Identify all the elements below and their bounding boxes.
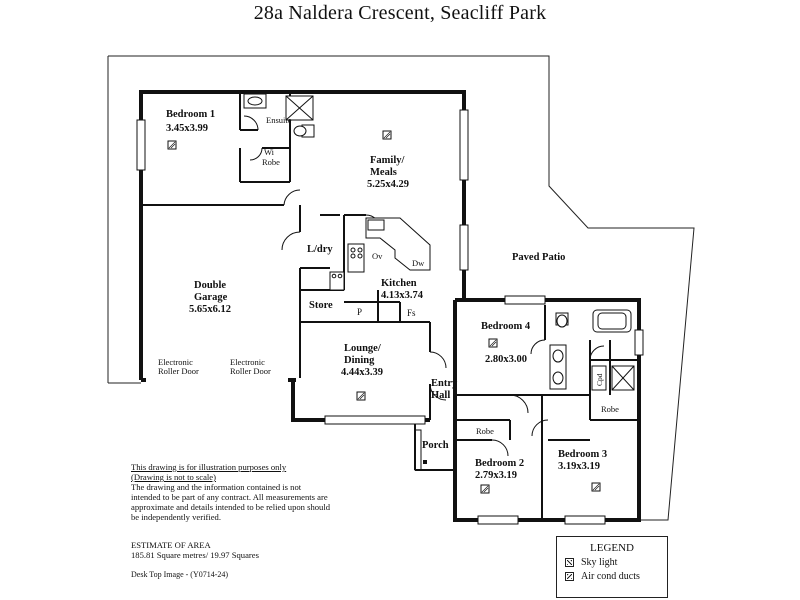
bedroom3-size: 3.19x3.19 [558, 461, 600, 472]
kitchen-fixtures [329, 217, 431, 291]
cpd-label: Cpd [595, 373, 604, 386]
sky-light-icon [565, 558, 574, 567]
fridge-label: Fs [407, 308, 416, 318]
site-boundary [108, 55, 695, 521]
garage-size: 5.65x6.12 [189, 304, 231, 315]
ensuite-fixtures [243, 93, 315, 138]
area-value: 185.81 Square metres/ 19.97 Squares [131, 550, 259, 560]
kitchen-size: 4.13x3.74 [381, 290, 424, 301]
family-name-2: Meals [370, 167, 397, 178]
legend-title: LEGEND [590, 542, 634, 554]
roller-door-right-2: Roller Door [230, 366, 271, 376]
bedroom2-size: 2.79x3.19 [475, 470, 517, 481]
paved-patio-label: Paved Patio [512, 252, 565, 263]
legend-sky-light: Sky light [565, 557, 667, 568]
legend: LEGEND Sky light Air cond ducts [556, 536, 668, 598]
porch-step [414, 429, 422, 471]
desk-top-image-ref: Desk Top Image - (Y0714-24) [131, 570, 229, 579]
bedroom2-name: Bedroom 2 [475, 458, 524, 469]
ensuite-label: Ensuite [266, 115, 292, 125]
bathroom-fixtures [549, 309, 635, 391]
dishwasher-label: Dw [412, 258, 425, 268]
disclaimer-body: The drawing and the information containe… [131, 482, 331, 522]
doors [243, 115, 605, 457]
oven-label: Ov [372, 251, 383, 261]
bedroom4-name: Bedroom 4 [481, 321, 531, 332]
disclaimer-line2: (Drawing is not to scale) [131, 472, 216, 482]
area-heading: ESTIMATE OF AREA [131, 540, 211, 550]
wi-robe-label-1: Wi [264, 147, 275, 157]
pantry-label: P [357, 307, 362, 317]
bedroom4-size: 2.80x3.00 [485, 354, 527, 365]
entry-name-2: Hall [431, 390, 450, 401]
bedroom2-robe: Robe [476, 426, 494, 436]
air-cond-icon [565, 572, 574, 581]
family-name-1: Family/ [370, 155, 405, 166]
roller-door-left-2: Roller Door [158, 366, 199, 376]
family-size: 5.25x4.29 [367, 179, 409, 190]
store-label: Store [309, 300, 333, 311]
outer-walls [139, 90, 641, 522]
windows [136, 109, 644, 525]
lounge-name-2: Dining [344, 355, 375, 366]
roller-door-right-1: Electronic [230, 357, 265, 367]
wi-robe-label-2: Robe [262, 157, 280, 167]
lounge-name-1: Lounge/ [344, 343, 382, 354]
bedroom1-size: 3.45x3.99 [166, 123, 208, 134]
legend-air-cond-label: Air cond ducts [581, 571, 640, 582]
kitchen-name: Kitchen [381, 278, 417, 289]
bedroom3-name: Bedroom 3 [558, 449, 607, 460]
plan-title: 28a Naldera Crescent, Seacliff Park [253, 2, 547, 24]
lounge-size: 4.44x3.39 [341, 367, 383, 378]
garage-name-1: Double [194, 280, 226, 291]
porch-label: Porch [422, 440, 449, 451]
garage-name-2: Garage [194, 292, 228, 303]
disclaimer-line1: This drawing is for illustration purpose… [131, 462, 287, 472]
legend-sky-light-label: Sky light [581, 557, 618, 568]
disclaimer: This drawing is for illustration purpose… [131, 462, 331, 522]
laundry-label: L/dry [307, 244, 333, 255]
legend-air-cond: Air cond ducts [565, 571, 667, 582]
bedroom1-name: Bedroom 1 [166, 109, 215, 120]
entry-name-1: Entry [431, 378, 458, 389]
bedroom3-robe: Robe [601, 404, 619, 414]
area-estimate: ESTIMATE OF AREA 185.81 Square metres/ 1… [131, 540, 259, 560]
roller-door-left-1: Electronic [158, 357, 193, 367]
